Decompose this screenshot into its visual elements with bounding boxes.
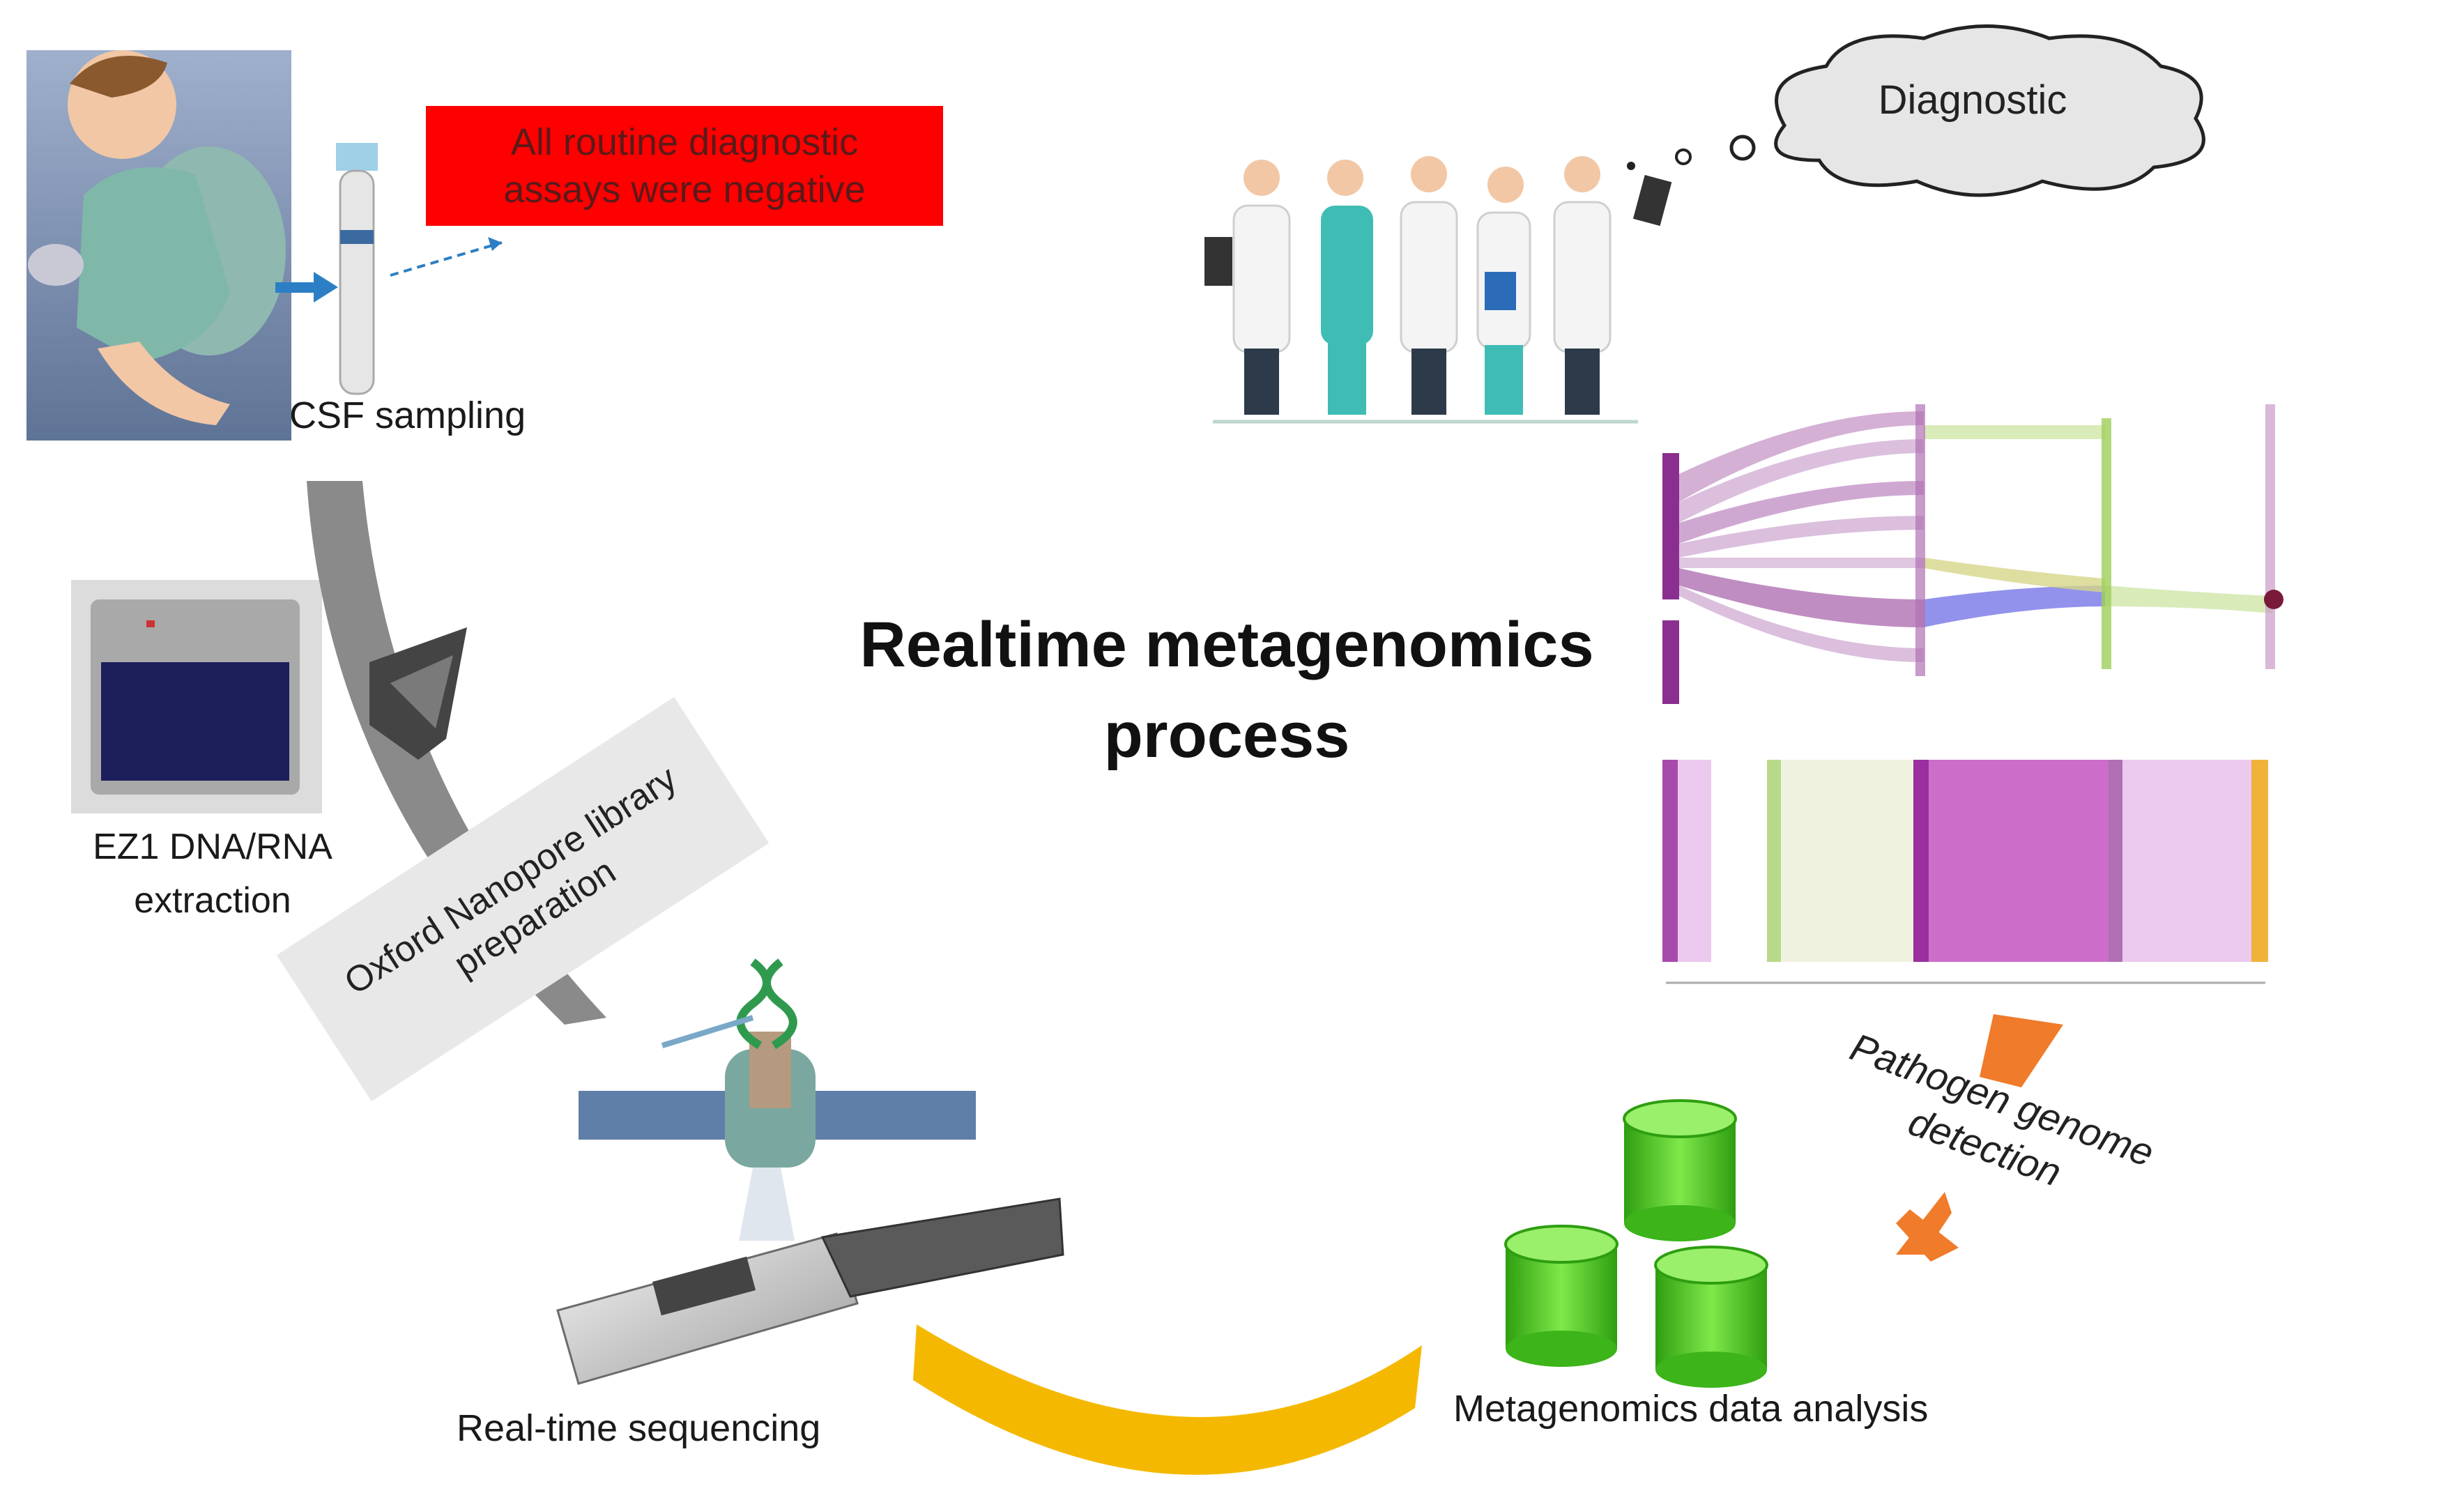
alert-arrow	[390, 241, 503, 277]
csf-sampling-label: CSF sampling	[289, 395, 526, 436]
thought-cloud-icon	[1627, 24, 2205, 197]
diagram-title: Realtime metagenomics process	[859, 609, 1594, 771]
orange-arrow-top	[1980, 1014, 2063, 1087]
sankey-chart-icon	[1662, 404, 2283, 984]
alert-text: All routine diagnostic assays were negat…	[503, 121, 866, 211]
alert-box: All routine diagnostic assays were negat…	[426, 106, 943, 226]
diagnostic-label: Diagnostic	[1878, 77, 2067, 123]
sequencer-icon	[556, 1197, 1064, 1385]
csf-tube-icon	[336, 143, 378, 395]
nanopore-icon	[579, 958, 976, 1241]
medical-team-illustration	[1204, 156, 1672, 424]
extraction-label-line1: EZ1 DNA/RNA	[93, 827, 332, 867]
extraction-label-line2: extraction	[134, 880, 291, 921]
patient-illustration	[26, 50, 291, 441]
gray-process-arrow	[307, 481, 606, 1025]
data-analysis-label: Metagenomics data analysis	[1453, 1388, 1929, 1430]
sequencing-label: Real-time sequencing	[457, 1407, 821, 1449]
database-icon	[1504, 1099, 1768, 1388]
extraction-instrument-icon	[71, 580, 322, 813]
sample-arrow	[275, 272, 338, 303]
yellow-process-arrow	[913, 1324, 1422, 1475]
